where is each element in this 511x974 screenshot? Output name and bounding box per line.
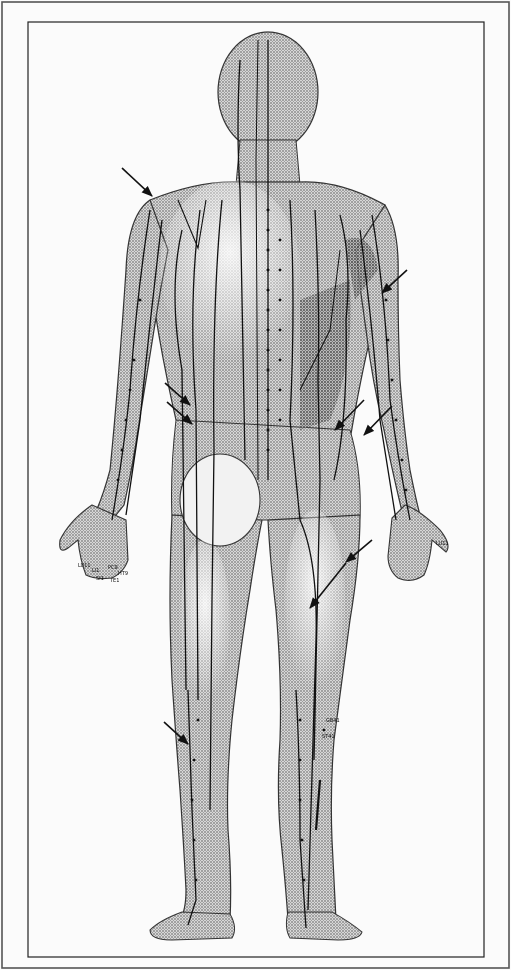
point-label: SI1 <box>96 576 104 582</box>
point-label: LI1 <box>92 568 99 574</box>
left-arm <box>84 200 168 548</box>
point-label: ST41 <box>322 734 335 740</box>
right-foot <box>286 912 362 940</box>
pelvic-oval <box>180 454 260 546</box>
point-label: LU11 <box>78 563 91 569</box>
point-label: PC9 <box>108 565 118 571</box>
left-foot <box>150 912 235 940</box>
point-label: LU11 <box>436 541 449 547</box>
point-label: GB41 <box>326 718 340 724</box>
point-label: HT9 <box>118 571 128 577</box>
point-label: TE1 <box>109 578 119 584</box>
shoulder-arrow-left <box>122 168 152 196</box>
